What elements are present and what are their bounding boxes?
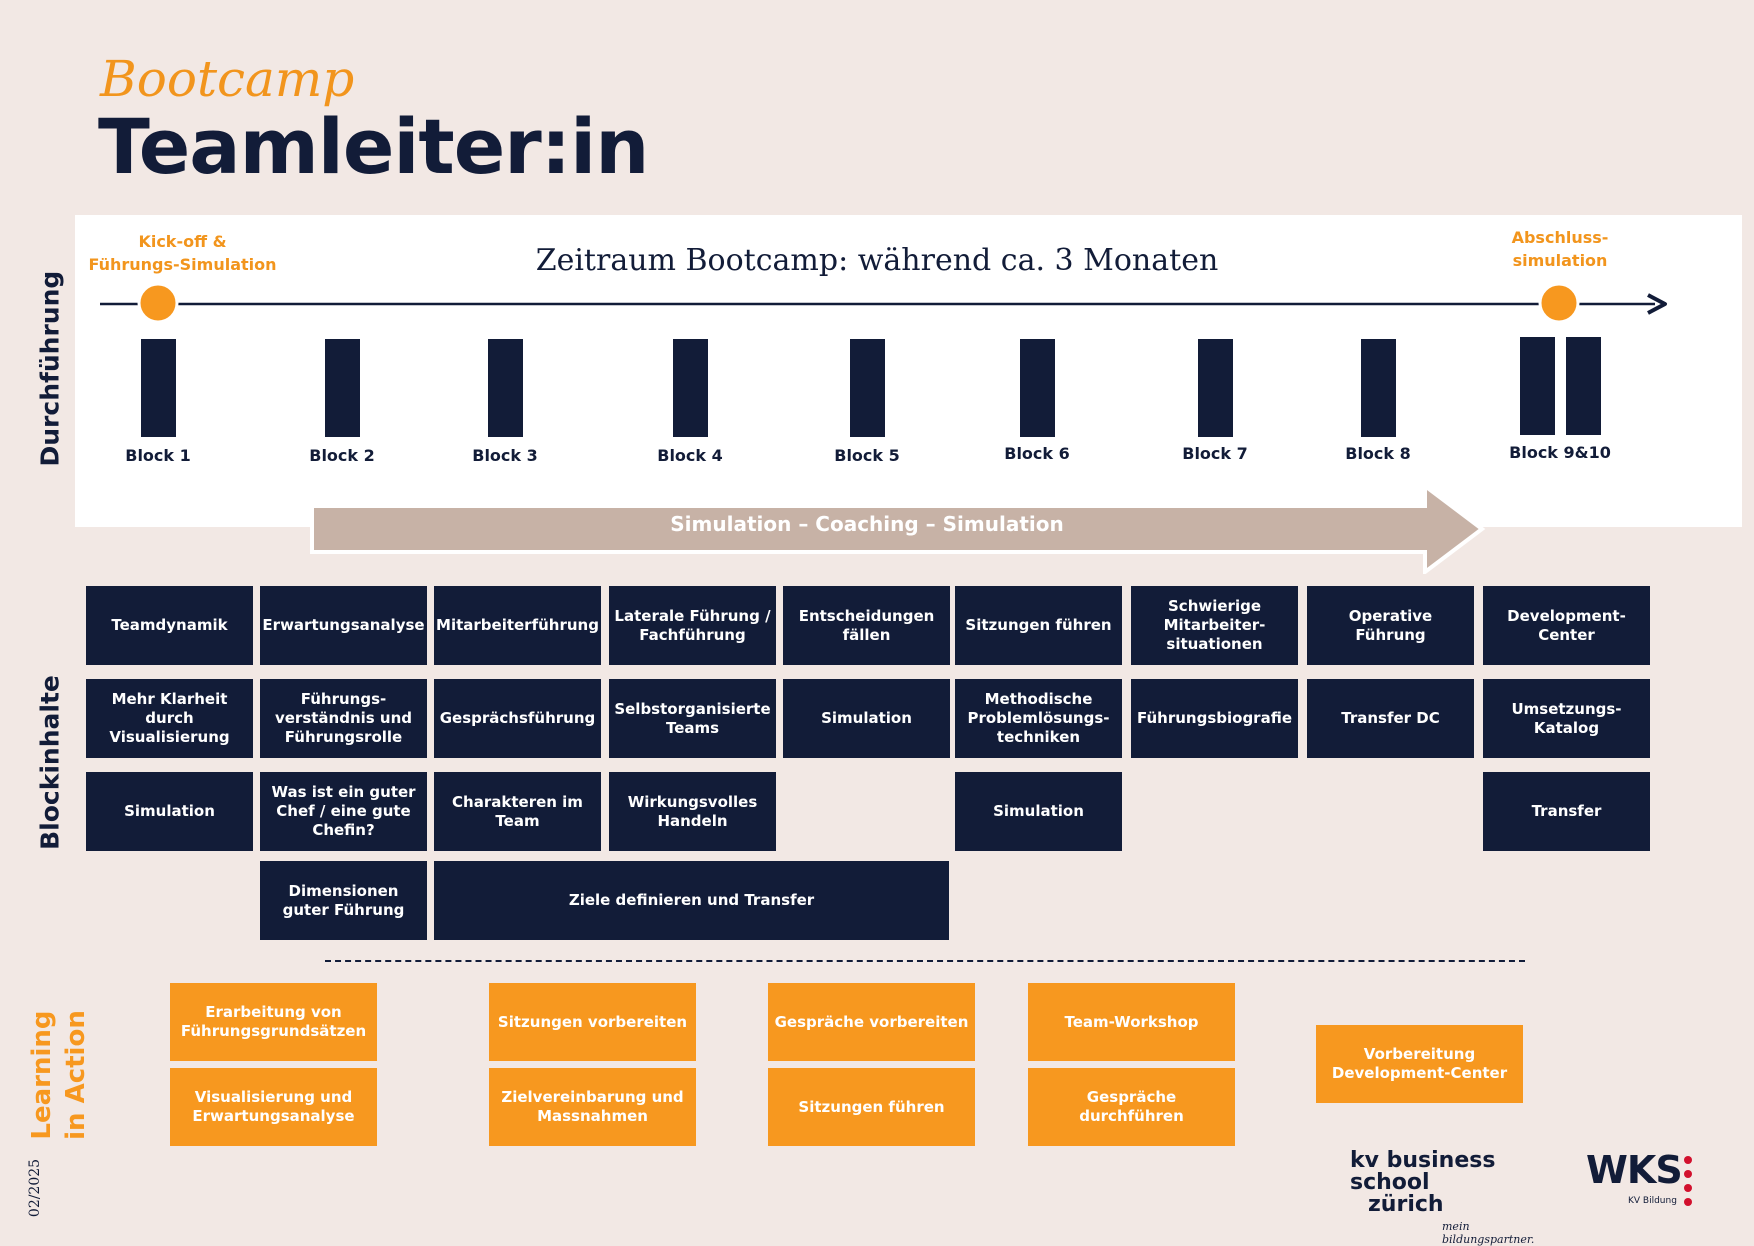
block-2-bar: [325, 339, 360, 437]
block-4-bar: [673, 339, 708, 437]
content-erwartungsanalyse: Erwartungsanalyse: [260, 586, 427, 665]
wks-logo: WKS KV Bildung: [1586, 1148, 1696, 1208]
content-transfer-dc: Transfer DC: [1307, 679, 1474, 758]
kickoff-milestone-icon: [137, 282, 179, 324]
section-label-blockinhalte: Blockinhalte: [35, 675, 65, 850]
lia-sitzungen-vorbereiten: Sitzungen vorbereiten: [489, 983, 696, 1061]
content-selbstorganisierte-teams: Selbstorganisierte Teams: [609, 679, 776, 758]
block-8-label: Block 8: [1345, 444, 1411, 463]
block-2-label: Block 2: [309, 446, 375, 465]
content-mehr-klarheit: Mehr Klarheit durch Visualisierung: [86, 679, 253, 758]
lia-sitzungen-fuehren: Sitzungen führen: [768, 1068, 975, 1146]
content-teamdynamik: Teamdynamik: [86, 586, 253, 665]
block-8-bar: [1361, 339, 1396, 437]
content-operative-fuehrung: Operative Führung: [1307, 586, 1474, 665]
wks-dot-2-icon: [1684, 1170, 1692, 1178]
wks-logo-text: WKS: [1586, 1148, 1683, 1192]
abschluss-milestone-icon: [1538, 282, 1580, 324]
content-problemloesung: Methodische Problemlösungs-techniken: [955, 679, 1122, 758]
learning-label-line2: in Action: [61, 1010, 91, 1140]
block-7-bar: [1198, 339, 1233, 437]
content-dimensionen: Dimensionen guter Führung: [260, 861, 427, 940]
content-simulation-block6: Simulation: [955, 772, 1122, 851]
content-charakteren-im-team: Charakteren im Team: [434, 772, 601, 851]
wks-logo-subtitle: KV Bildung: [1628, 1196, 1677, 1206]
bootcamp-subtitle: Bootcamp: [100, 50, 355, 108]
lia-gespraeche-vorbereiten: Gespräche vorbereiten: [768, 983, 975, 1061]
block-5-label: Block 5: [834, 446, 900, 465]
block-5-bar: [850, 339, 885, 437]
content-entscheidungen: Entscheidungen fällen: [783, 586, 950, 665]
content-umsetzungskatalog: Umsetzungs-Katalog: [1483, 679, 1650, 758]
footer-date: 02/2025: [27, 1158, 43, 1218]
abschluss-label: Abschluss- simulation: [1470, 226, 1650, 272]
learning-label-line1: Learning: [27, 1010, 57, 1140]
content-transfer: Transfer: [1483, 772, 1650, 851]
lia-zielvereinbarung: Zielvereinbarung und Massnahmen: [489, 1068, 696, 1146]
lia-gespraeche-durchfuehren: Gespräche durchführen: [1028, 1068, 1235, 1146]
timeline-period: Zeitraum Bootcamp: während ca. 3 Monaten: [535, 243, 1219, 278]
block-10-bar: [1566, 337, 1601, 435]
section-divider: [325, 960, 1525, 962]
lia-visualisierung: Visualisierung und Erwartungsanalyse: [170, 1068, 377, 1146]
kv-logo-line1: kv business school: [1350, 1148, 1496, 1195]
lia-team-workshop: Team-Workshop: [1028, 983, 1235, 1061]
block-1-bar: [141, 339, 176, 437]
abschluss-label-line2: simulation: [1512, 251, 1608, 270]
block-6-label: Block 6: [1004, 444, 1070, 463]
block-9-10-label: Block 9&10: [1509, 443, 1611, 462]
kickoff-label-line1: Kick-off &: [138, 232, 227, 251]
kv-business-school-logo: kv business school zürich mein bildungsp…: [1350, 1150, 1560, 1246]
simulation-arrow-label: Simulation – Coaching – Simulation: [670, 512, 1064, 536]
kickoff-label-line2: Führungs-Simulation: [88, 255, 277, 274]
kickoff-label: Kick-off & Führungs-Simulation: [85, 230, 280, 276]
block-7-label: Block 7: [1182, 444, 1248, 463]
block-9-bar: [1520, 337, 1555, 435]
content-sitzungen-fuehren: Sitzungen führen: [955, 586, 1122, 665]
content-wirkungsvolles-handeln: Wirkungsvolles Handeln: [609, 772, 776, 851]
simulation-arrow-shape: [310, 484, 1486, 574]
content-fuehrungsverstaendnis: Führungs-verständnis und Führungsrolle: [260, 679, 427, 758]
content-laterale-fuehrung: Laterale Führung / Fachführung: [609, 586, 776, 665]
block-4-label: Block 4: [657, 446, 723, 465]
content-simulation-block1: Simulation: [86, 772, 253, 851]
content-gespraechsfuehrung: Gesprächsführung: [434, 679, 601, 758]
block-6-bar: [1020, 339, 1055, 437]
abschluss-label-line1: Abschluss-: [1511, 228, 1609, 247]
wks-dot-1-icon: [1684, 1156, 1692, 1164]
wks-dot-4-icon: [1684, 1198, 1692, 1206]
content-schwierige-situationen: Schwierige Mitarbeiter-situationen: [1131, 586, 1298, 665]
content-mitarbeiterfuehrung: Mitarbeiterführung: [434, 586, 601, 665]
section-label-learning-in-action: Learning in Action: [25, 985, 95, 1165]
kv-logo-tagline: mein bildungspartner.: [1442, 1220, 1535, 1246]
block-3-bar: [488, 339, 523, 437]
lia-vorbereitung-dc: Vorbereitung Development-Center: [1316, 1025, 1523, 1103]
content-guter-chef: Was ist ein guter Chef / eine gute Chefi…: [260, 772, 427, 851]
kv-logo-line2: zürich: [1368, 1192, 1444, 1217]
wks-dot-3-icon: [1684, 1184, 1692, 1192]
arrow-head-icon: [1647, 293, 1667, 315]
block-3-label: Block 3: [472, 446, 538, 465]
page-title: Teamleiter:in: [98, 102, 649, 191]
content-fuehrungsbiografie: Führungsbiografie: [1131, 679, 1298, 758]
content-development-center: Development-Center: [1483, 586, 1650, 665]
block-1-label: Block 1: [125, 446, 191, 465]
content-ziele-definieren: Ziele definieren und Transfer: [434, 861, 949, 940]
content-simulation-block5: Simulation: [783, 679, 950, 758]
lia-fuehrungsgrundsaetze: Erarbeitung von Führungsgrundsätzen: [170, 983, 377, 1061]
